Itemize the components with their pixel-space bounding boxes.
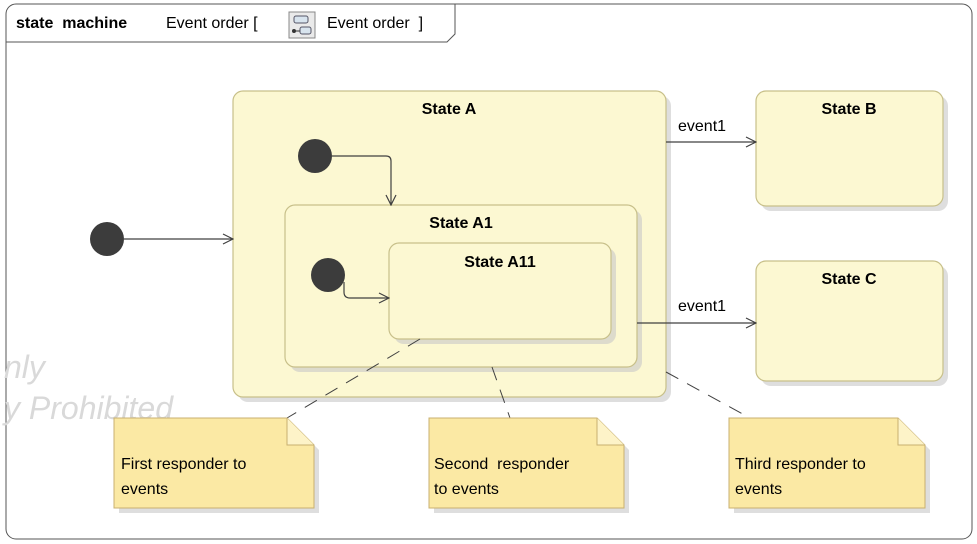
frame-keyword: state machine — [16, 15, 127, 32]
state-c-label: State C — [821, 271, 877, 288]
transition-label-a-to-b: event1 — [678, 118, 726, 135]
state-a-label: State A — [422, 101, 477, 118]
transition-initial-to-state-a11[interactable] — [343, 282, 389, 298]
state-a11[interactable]: State A11 — [388, 242, 616, 344]
state-b-label: State B — [821, 101, 876, 118]
initial-pseudostate-state-a1[interactable] — [311, 258, 345, 292]
note-anchor-third — [665, 371, 751, 419]
note-second-responder[interactable]: Second responder to events — [428, 417, 629, 513]
note-first-line-1: First responder to — [121, 456, 246, 473]
note-third-responder[interactable]: Third responder to events — [728, 417, 930, 513]
initial-pseudostate-top[interactable] — [90, 222, 124, 256]
note-third-line-2: events — [735, 481, 782, 498]
transition-label-a1-to-c: event1 — [678, 298, 726, 315]
initial-pseudostate-state-a[interactable] — [298, 139, 332, 173]
transition-initial-to-state-a1[interactable] — [332, 155, 391, 205]
state-b[interactable]: State B — [755, 90, 948, 211]
frame-name: Event order [ — [166, 15, 258, 32]
note-anchor-second — [491, 366, 511, 419]
note-second-line-2: to events — [434, 481, 499, 498]
note-second-line-1: Second responder — [434, 456, 570, 473]
note-third-line-1: Third responder to — [735, 456, 866, 473]
note-first-responder[interactable]: First responder to events — [113, 417, 319, 513]
frame-ref-name: Event order ] — [327, 15, 423, 32]
state-a1-label: State A1 — [429, 215, 493, 232]
note-anchor-first — [286, 338, 421, 419]
state-c[interactable]: State C — [755, 260, 948, 386]
state-machine-icon — [288, 11, 316, 39]
state-a11-label: State A11 — [464, 254, 536, 271]
watermark-line-1: nly — [4, 349, 47, 385]
frame-header-tab — [6, 4, 456, 43]
note-first-line-2: events — [121, 481, 168, 498]
